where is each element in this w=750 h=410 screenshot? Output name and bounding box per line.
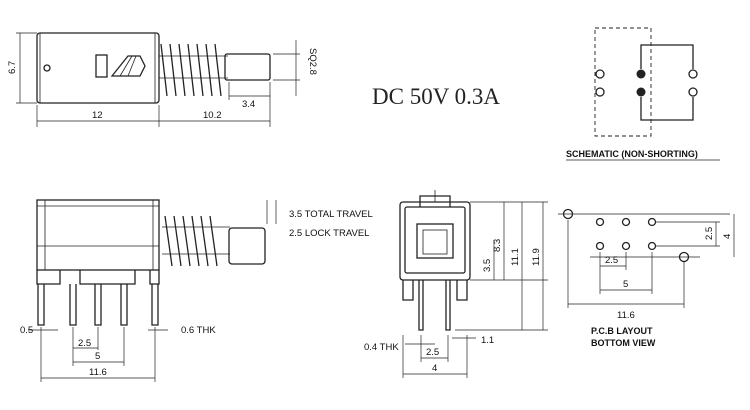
side-view-bottom: 3.5 TOTAL TRAVEL 2.5 LOCK TRAVEL 0.5 0.6…: [20, 199, 373, 382]
schematic: SCHEMATIC (NON-SHORTING): [566, 27, 720, 161]
dim-1-1: 1.1: [481, 335, 494, 346]
dim-plunger-length: 10.2: [203, 110, 222, 121]
dim-pin-thickness: 0.4 THK: [364, 342, 399, 353]
dim-total-width: 11.6: [89, 367, 107, 378]
front-view: 3.5 8.3 11.1 11.9 0.4 THK 1.1 2.5 4: [364, 190, 548, 378]
dim-body-length: 12: [92, 110, 103, 121]
pcb-title-line1: P.C.B LAYOUT: [591, 326, 653, 336]
total-travel-label: 3.5 TOTAL TRAVEL: [289, 209, 373, 220]
dim-3-5: 3.5: [482, 259, 493, 272]
schematic-title: SCHEMATIC (NON-SHORTING): [566, 149, 698, 159]
pcb-span-4: 4: [722, 234, 733, 239]
pcb-pitch-y: 2.5: [704, 227, 715, 240]
dim-width: 4: [432, 363, 437, 374]
lock-travel-label: 2.5 LOCK TRAVEL: [289, 228, 369, 239]
pcb-pitch-x: 2.5: [605, 255, 618, 266]
dim-plunger-square: SQ2.8: [307, 48, 318, 75]
dim-pitch-small: 2.5: [78, 338, 91, 349]
side-view-top: 6.7 12 10.2 3.4 SQ2.8: [7, 32, 318, 127]
dim-pitch-large: 5: [95, 351, 100, 362]
dim-thickness: 0.6 THK: [181, 325, 216, 336]
dim-height: 6.7: [7, 61, 18, 74]
pcb-span-11-6: 11.6: [617, 310, 635, 321]
pcb-layout: 2.5 5 11.6 2.5 4 P.C.B LAYOUT BOTTOM VIE…: [558, 208, 735, 348]
pcb-span-5: 5: [623, 279, 628, 290]
dim-8-3: 8.3: [492, 239, 503, 252]
spring-coils: [159, 43, 228, 97]
dim-pitch: 2.5: [426, 347, 439, 358]
dim-plunger-tip: 3.4: [242, 99, 255, 110]
dim-pin-width: 0.5: [20, 325, 33, 336]
rating-label: DC 50V 0.3A: [372, 84, 500, 109]
pcb-title-line2: BOTTOM VIEW: [591, 338, 656, 348]
dim-11-9: 11.9: [531, 248, 542, 266]
dim-11-1: 11.1: [510, 248, 521, 266]
